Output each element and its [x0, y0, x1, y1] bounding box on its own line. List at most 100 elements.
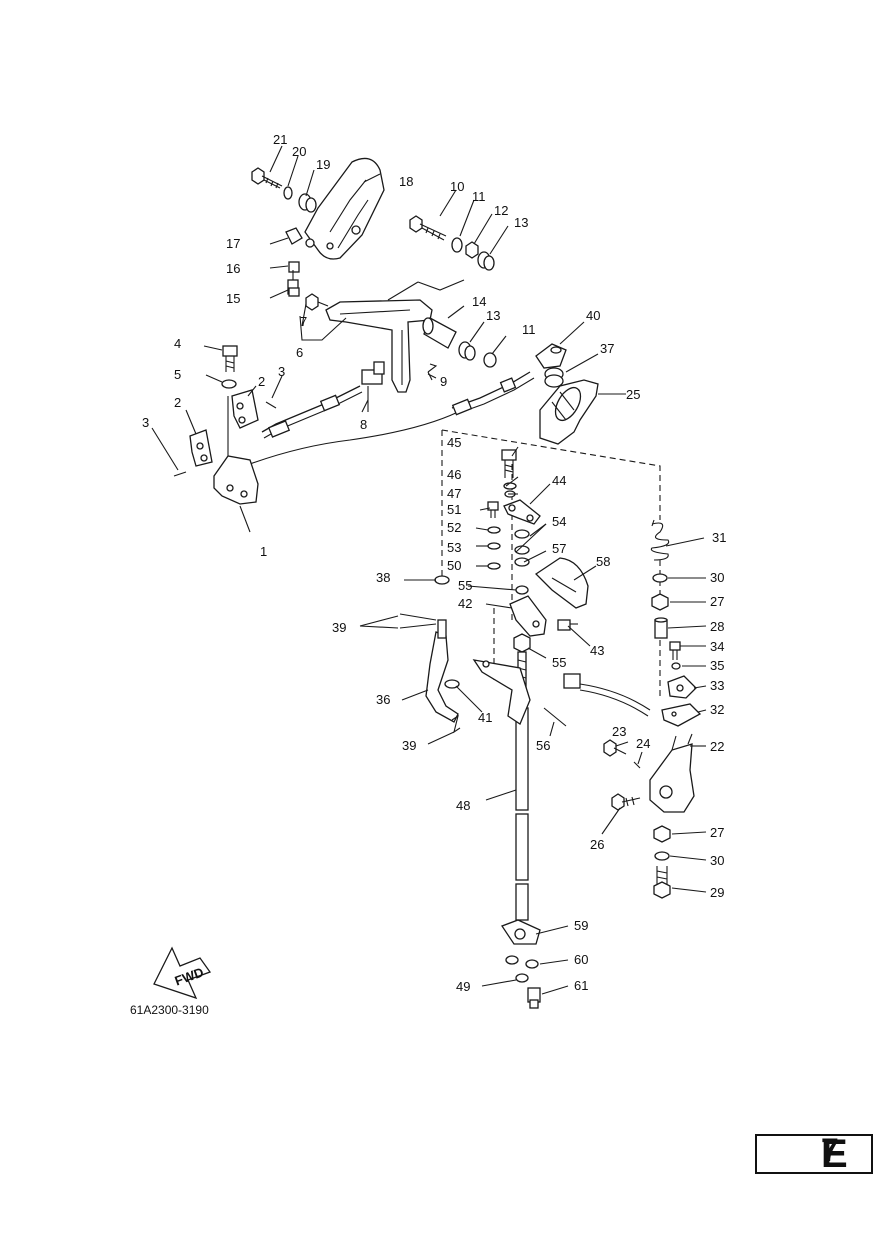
bracket-18	[304, 157, 385, 260]
callout-15: 15	[226, 291, 240, 306]
bolt-7	[305, 293, 329, 311]
callout-39a: 39	[332, 620, 346, 635]
callout-39b: 39	[402, 738, 416, 753]
nut-27b	[653, 825, 671, 843]
callout-50: 50	[447, 558, 461, 573]
callout-11a: 11	[472, 189, 486, 204]
spacer-54	[514, 529, 530, 555]
bracket-1	[213, 396, 259, 505]
joint-43	[557, 619, 578, 631]
oring-49	[515, 973, 529, 983]
nut-27a	[651, 593, 669, 611]
callout-27a: 27	[710, 594, 724, 609]
washer-30a	[652, 573, 668, 583]
callout-49: 49	[456, 979, 470, 994]
cover-58	[534, 557, 589, 609]
joint-17	[285, 227, 315, 248]
arm-42	[509, 595, 547, 637]
callout-32: 32	[710, 702, 724, 717]
callout-35: 35	[710, 658, 724, 673]
callout-53: 53	[447, 540, 461, 555]
callout-47: 47	[447, 486, 461, 501]
callout-13b: 13	[486, 308, 500, 323]
nut-16	[288, 261, 300, 273]
callout-45: 45	[447, 435, 461, 450]
fwd-arrow-icon: FWD	[153, 946, 212, 1000]
callouts: 21 20 19 18 10 11 12 13 17 16 15 14 13 1…	[142, 132, 726, 994]
callout-18: 18	[399, 174, 413, 189]
bolt-4	[222, 345, 238, 372]
seal-60	[505, 955, 539, 969]
callout-20: 20	[292, 144, 306, 159]
callout-57: 57	[552, 541, 566, 556]
page-number: 7	[821, 1132, 839, 1168]
callout-3b: 3	[142, 415, 149, 430]
callout-43: 43	[590, 643, 604, 658]
screw-34	[669, 641, 681, 660]
callout-16: 16	[226, 261, 240, 276]
catalog-code: 61A2300-3190	[130, 1003, 209, 1017]
clip-2-upper	[231, 389, 259, 429]
callout-59: 59	[574, 918, 588, 933]
bracket-22	[649, 733, 695, 813]
callout-56: 56	[536, 738, 550, 753]
joint-15	[287, 270, 300, 297]
callout-28: 28	[710, 619, 724, 634]
callout-30b: 30	[710, 853, 724, 868]
callout-51: 51	[447, 502, 461, 517]
callout-21: 21	[273, 132, 287, 147]
plate-59	[501, 919, 541, 945]
callout-30a: 30	[710, 570, 724, 585]
washer-20	[283, 186, 293, 200]
pin-24	[633, 761, 641, 769]
washer-11b	[483, 352, 497, 368]
collar-37	[544, 367, 564, 388]
washer-35	[671, 662, 681, 670]
callout-2b: 2	[174, 395, 181, 410]
callout-61: 61	[574, 978, 588, 993]
plate-33	[667, 675, 697, 699]
callout-36: 36	[376, 692, 390, 707]
collar-28	[654, 617, 668, 639]
callout-60: 60	[574, 952, 588, 967]
callout-38: 38	[376, 570, 390, 585]
callout-34: 34	[710, 639, 724, 654]
bushing-13	[477, 251, 495, 271]
callout-44: 44	[552, 473, 566, 488]
bolt-10	[409, 215, 447, 241]
clip-2-lower	[189, 429, 213, 467]
bracket-25	[539, 379, 599, 445]
callout-5: 5	[174, 367, 181, 382]
callout-58: 58	[596, 554, 610, 569]
callout-9: 9	[440, 374, 447, 389]
callout-23: 23	[612, 724, 626, 739]
washer-53	[487, 542, 501, 550]
callout-1: 1	[260, 544, 267, 559]
callout-31: 31	[712, 530, 726, 545]
washer-46	[503, 482, 517, 490]
nut-12	[465, 241, 479, 259]
pin-39	[451, 714, 461, 734]
callout-7: 7	[300, 314, 307, 329]
bushing-13b	[458, 341, 476, 361]
callout-24: 24	[636, 736, 650, 751]
callout-22: 22	[710, 739, 724, 754]
callout-2a: 2	[258, 374, 265, 389]
bolt-45	[501, 449, 517, 478]
callout-52: 52	[447, 520, 461, 535]
joint-8	[361, 361, 385, 412]
callout-26: 26	[590, 837, 604, 852]
callout-8: 8	[360, 417, 367, 432]
callout-41: 41	[478, 710, 492, 725]
collar-14	[422, 317, 457, 349]
joint-40	[535, 343, 567, 369]
washer-41	[444, 679, 460, 689]
washer-38	[434, 575, 450, 585]
callout-3a: 3	[278, 364, 285, 379]
screw-26	[611, 793, 641, 811]
washer-50	[487, 562, 501, 570]
page-letter: E	[821, 1132, 848, 1176]
washer-5	[221, 379, 237, 389]
